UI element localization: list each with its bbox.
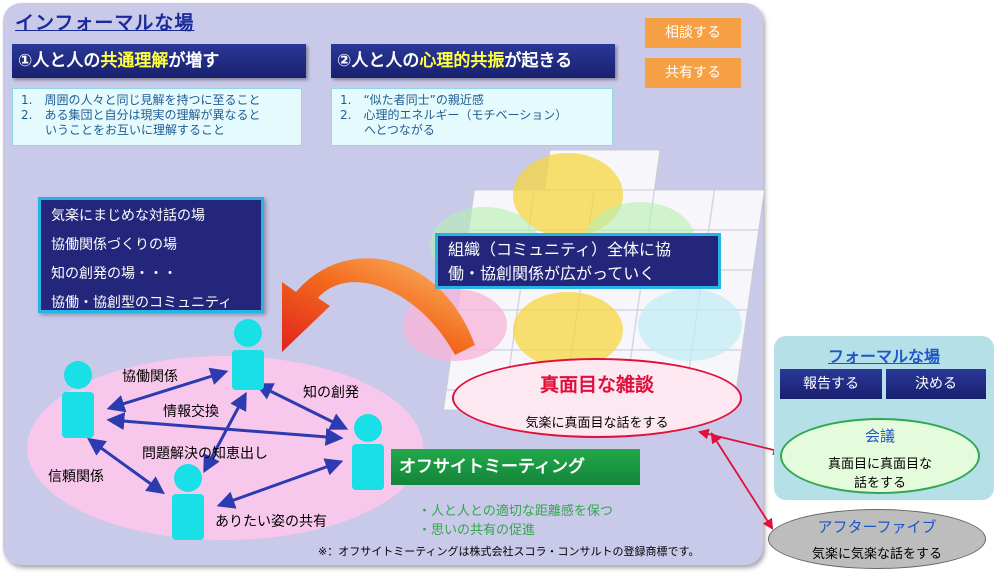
big-curved-arrow: [282, 258, 475, 355]
arrow-problem: [203, 391, 247, 474]
person-icon: [232, 319, 264, 390]
offsite-point: ・思いの共有の促進: [418, 523, 536, 538]
relation-problem-label: 問題解決の知恵出し: [142, 446, 268, 462]
list-item: 2. ある集団と自分は現実の理解が異なると: [21, 108, 261, 122]
org-text-line: 組織（コミュニティ）全体に協: [448, 240, 672, 259]
blue-blob: [638, 289, 742, 361]
heading-psychological-resonance: ②人と人の心理的共振が起きる: [331, 44, 615, 78]
person-icon: [172, 464, 204, 540]
meeting-title: 会議: [864, 427, 895, 445]
list-item: 1. “似た者同士”の親近感: [340, 93, 484, 107]
share-button[interactable]: 共有する: [645, 58, 741, 88]
decide-button[interactable]: 決める: [886, 369, 986, 399]
person-icon: [62, 361, 94, 438]
report-button[interactable]: 報告する: [780, 369, 882, 399]
list-item: へとつながる: [340, 123, 435, 137]
relation-emerge-label: 知の創発: [303, 385, 359, 401]
purpose-item: 協働関係づくりの場: [51, 237, 177, 253]
trademark-note: ※：オフサイトミーティングは株式会社スコラ・コンサルトの登録商標です。: [318, 545, 700, 558]
consult-button[interactable]: 相談する: [645, 18, 741, 48]
arrow-vision: [216, 458, 344, 509]
org-text-line: 働・協創関係が広がっていく: [448, 264, 656, 283]
list-item: 1. 周囲の人々と同じ見解を持つに至ること: [21, 93, 261, 107]
list-item: いうことをお互いに理解すること: [21, 123, 226, 137]
relation-collab-label: 協働関係: [122, 369, 178, 385]
purpose-item: 知の創発の場・・・: [51, 266, 177, 282]
meeting-text: 真面目に真面目な: [827, 457, 932, 472]
relation-info-label: 情報交換: [163, 404, 219, 420]
person-icon: [352, 414, 384, 490]
arrow-collab: [106, 367, 229, 413]
purpose-item: 気楽にまじめな対話の場: [51, 208, 205, 224]
serious-chat-title: 真面目な雑談: [539, 374, 654, 396]
yellow-blob: [513, 153, 623, 237]
list-item: 2. 心理的エネルギー（モチベーション）: [340, 108, 568, 122]
serious-chat-subtitle: 気楽に真面目な話をする: [525, 416, 669, 431]
arrow-emerge: [254, 383, 349, 430]
common-understanding-list: 1. 周囲の人々と同じ見解を持つに至ること 2. ある集団と自分は現実の理解が異…: [12, 88, 302, 146]
psychological-resonance-list: 1. “似た者同士”の親近感 2. 心理的エネルギー（モチベーション） へとつな…: [331, 88, 613, 146]
heading-common-understanding: ①人と人の共通理解が増す: [12, 44, 306, 78]
offsite-meeting-label: オフサイトミーティング: [391, 449, 640, 485]
person-icons: [62, 319, 384, 540]
after-five-title: アフターファイブ: [817, 518, 937, 536]
after-five-subtitle: 気楽に気楽な話をする: [811, 547, 942, 562]
relation-vision-label: ありたい姿の共有: [215, 514, 327, 530]
formal-title: フォーマルな場: [827, 347, 940, 366]
after-five-ellipse: [768, 509, 986, 569]
meeting-text: 話をする: [853, 476, 906, 491]
organization-spread-box: 組織（コミュニティ）全体に協 働・協創関係が広がっていく: [435, 233, 721, 289]
arrow-trust: [87, 437, 165, 495]
informal-title: インフォーマルな場: [15, 12, 195, 34]
serious-chat-ellipse: [452, 358, 742, 438]
offsite-point: ・人と人との適切な距離感を保つ: [418, 504, 613, 519]
meeting-ellipse: [780, 418, 980, 494]
yellow-blob: [513, 292, 623, 368]
purpose-item: 協働・協創型のコミュニティ: [51, 295, 233, 311]
arrow-to-afterfive: [710, 432, 774, 530]
relation-trust-label: 信頼関係: [48, 469, 104, 485]
purpose-list-box: 気楽にまじめな対話の場 協働関係づくりの場 知の創発の場・・・ 協働・協創型のコ…: [38, 197, 264, 313]
